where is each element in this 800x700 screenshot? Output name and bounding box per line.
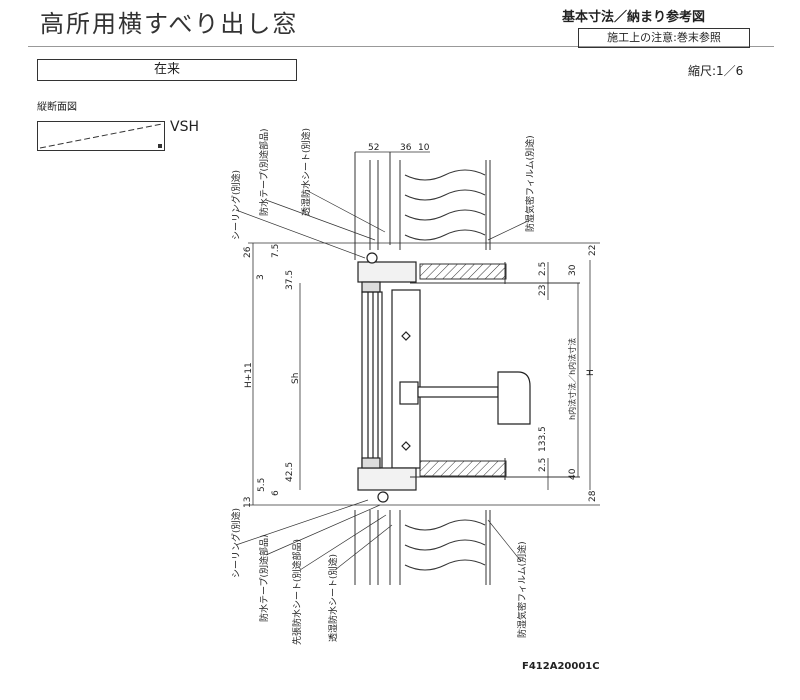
sill-block [419,460,507,477]
reference-title: 基本寸法／納まり参考図 [562,10,706,25]
dim-left-6: 6 [271,490,281,496]
callout-vapor-film-top: 防湿気密フィルム(別途) [524,135,536,232]
lintel-block [419,263,507,280]
dim-left-3: 3 [256,274,266,280]
callout-waterproof-tape-top: 防水テープ(別途部品) [258,129,270,216]
callout-leaders [235,189,531,571]
dim-left-7-5: 7.5 [271,244,281,258]
dim-left-26: 26 [243,246,253,258]
dim-right-40: 40 [568,468,578,480]
section-label: 縦断面図 [37,102,77,113]
dim-right-2-5-bottom: 2.5 [538,458,548,472]
opening-symbol-icon [39,123,163,149]
header-divider [28,46,774,47]
dim-left-13: 13 [243,497,253,508]
dim-right-133-5: 133.5 [538,426,548,452]
dim-left-h11: H+11 [244,362,254,388]
dim-left-42-5: 42.5 [285,462,295,482]
callout-vapor-film-bottom: 防湿気密フィルム(別途) [516,541,528,638]
callout-sealing-top: シーリング(別途) [230,170,242,240]
callout-breathable-sheet-bottom: 透湿防水シート(別途) [327,554,339,642]
callout-waterproof-tape-bottom: 防水テープ(別途部品) [258,535,270,622]
construction-note-box: 施工上の注意:巻末参照 [578,28,750,48]
window-handle [399,331,531,451]
dim-left-37-5: 37.5 [285,270,295,290]
dim-top-10: 10 [418,143,430,153]
vsh-label: VSH [170,119,199,135]
window-frame [357,252,421,503]
dim-right-inner: h内法寸法／h内法寸法 [567,338,577,420]
dim-right-2-5-top: 2.5 [538,262,548,276]
dim-right-h: H [586,369,596,376]
dim-left-5-5: 5.5 [257,478,267,492]
dim-right-23: 23 [538,285,548,296]
wall-structure-bottom [354,510,491,585]
callout-waterproof-sheet-bottom: 先張防水シート(別途部品) [291,539,303,645]
dim-right-30: 30 [568,264,578,276]
dim-right-22: 22 [588,245,598,256]
dim-top-52: 52 [368,143,379,153]
callout-breathable-sheet-top: 透湿防水シート(別途) [300,128,312,216]
scale-label: 縮尺:1／6 [688,64,744,78]
construction-type-box: 在来 [37,59,297,81]
opening-symbol-box [37,121,165,151]
dimension-lines [248,151,600,506]
dim-right-28: 28 [588,490,598,502]
wall-structure-top [354,152,491,260]
interior-board [410,262,580,480]
callout-sealing-bottom: シーリング(別途) [230,508,242,578]
drawing-code: F412A20001C [522,661,600,672]
dim-left-sh: Sh [291,373,301,384]
page-title: 高所用横すべり出し窓 [40,10,299,38]
dim-top-36: 36 [400,143,412,153]
